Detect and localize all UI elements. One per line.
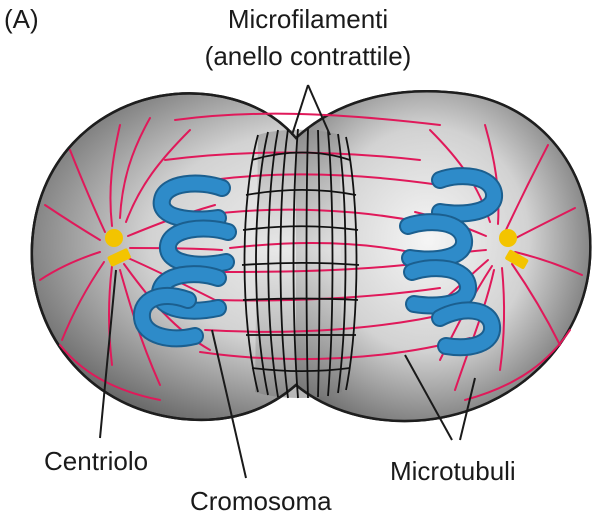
label-microfilaments-line2: (anello contrattile): [205, 41, 412, 71]
panel-label: (A): [4, 4, 39, 34]
leader-microfilaments-left: [292, 85, 308, 135]
label-centriole: Centriolo: [44, 446, 148, 476]
label-microtubules: Microtubuli: [390, 456, 516, 486]
label-chromosome: Cromosoma: [190, 486, 332, 516]
label-microfilaments-line1: Microfilamenti: [228, 4, 388, 34]
